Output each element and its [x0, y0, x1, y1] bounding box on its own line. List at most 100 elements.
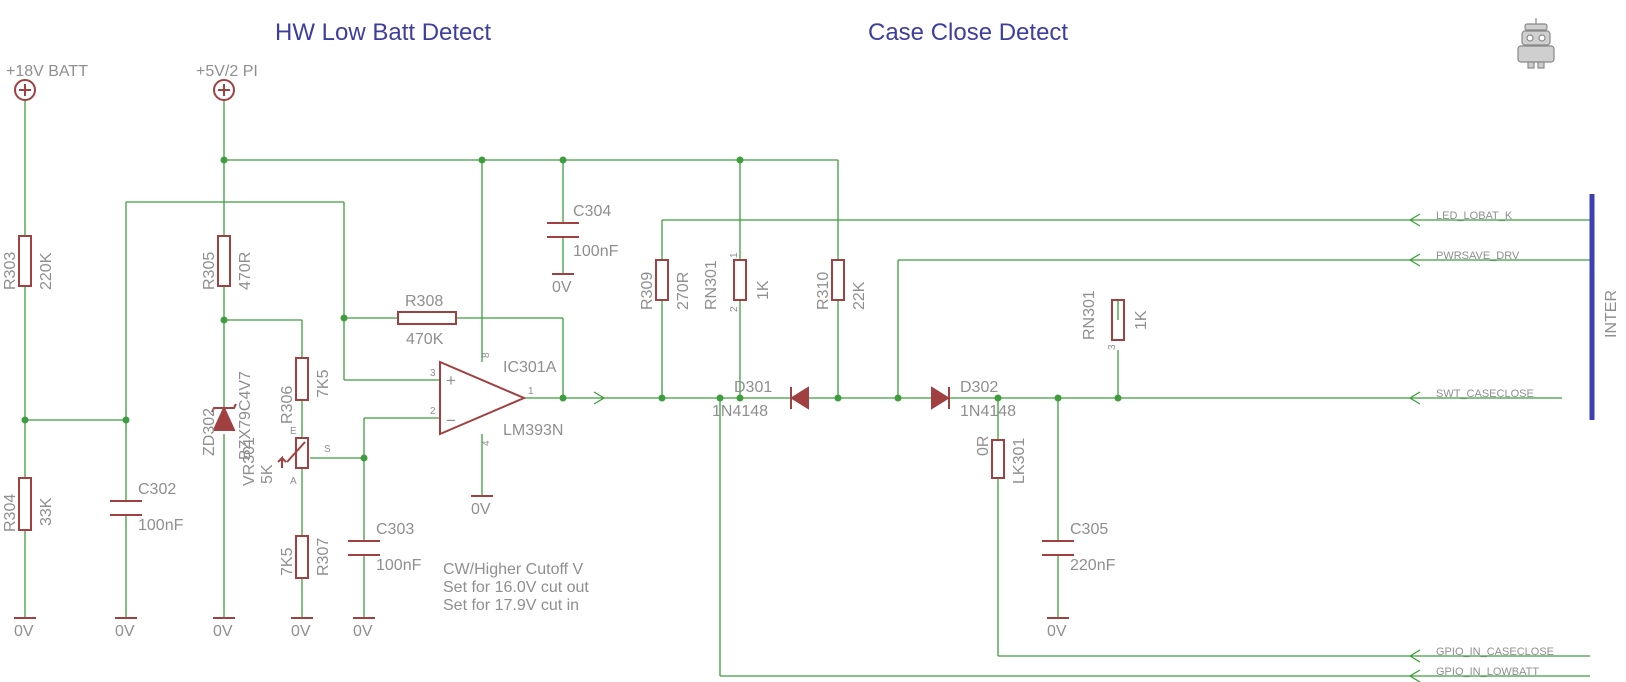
- svg-text:0V: 0V: [291, 623, 311, 640]
- supply-5v-label: +5V/2 PI: [196, 63, 258, 80]
- svg-text:7K5: 7K5: [279, 547, 296, 576]
- svg-text:0V: 0V: [471, 501, 491, 518]
- svg-text:E: E: [290, 426, 297, 437]
- junction-dots: [21, 156, 1122, 462]
- ground-icon: 0V: [115, 617, 137, 640]
- svg-text:R304: R304: [2, 494, 19, 532]
- svg-text:3: 3: [1107, 344, 1118, 350]
- resistor-r305: R305 470R: [201, 235, 254, 290]
- svg-text:D301: D301: [734, 379, 772, 396]
- svg-text:RN301: RN301: [703, 260, 720, 310]
- svg-text:100nF: 100nF: [376, 557, 422, 574]
- svg-text:1: 1: [729, 252, 740, 258]
- svg-text:3: 3: [430, 368, 436, 379]
- svg-text:IC301A: IC301A: [503, 359, 557, 376]
- zener-diode-zd302: ZD302 BZX79C4V7: [201, 371, 254, 460]
- supply-18v-batt: +18V BATT: [6, 63, 88, 101]
- svg-text:1N4148: 1N4148: [712, 403, 768, 420]
- net-label-swt-caseclose: SWT_CASECLOSE: [1436, 388, 1534, 400]
- link-lk301: 0R LK301: [975, 436, 1028, 484]
- resistor-r307: 7K5 R307: [279, 535, 332, 579]
- net-labels: LED_LOBAT_K PWRSAVE_DRV SWT_CASECLOSE GP…: [1408, 210, 1554, 682]
- svg-text:R305: R305: [201, 252, 218, 290]
- svg-text:100nF: 100nF: [573, 243, 619, 260]
- resistor-network-rn301-a: 1 2 RN301 1K: [703, 252, 772, 312]
- calibration-note: CW/Higher Cutoff V Set for 16.0V cut out…: [443, 561, 589, 614]
- svg-text:7K5: 7K5: [315, 369, 332, 398]
- resistor-r306: R306 7K5: [279, 357, 332, 424]
- svg-text:ZD302: ZD302: [201, 408, 218, 456]
- net-label-led-lobat: LED_LOBAT_K: [1436, 210, 1513, 222]
- svg-text:R309: R309: [639, 272, 656, 310]
- svg-text:LM393N: LM393N: [503, 422, 563, 439]
- svg-text:1K: 1K: [1133, 310, 1150, 330]
- svg-text:100nF: 100nF: [138, 517, 184, 534]
- svg-text:1K: 1K: [755, 280, 772, 300]
- svg-text:S: S: [324, 444, 331, 455]
- resistor-r310: R310 22K: [815, 259, 868, 310]
- diode-d301: D301 1N4148: [712, 379, 809, 420]
- supply-5v: +5V/2 PI: [196, 63, 258, 101]
- potentiometer-vr301: E A S VR301 5K: [241, 426, 331, 487]
- capacitor-c304: C304 100nF: [547, 203, 619, 260]
- title-hw-low-batt-detect: HW Low Batt Detect: [275, 19, 491, 46]
- svg-text:CW/Higher Cutoff V: CW/Higher Cutoff V: [443, 561, 584, 578]
- svg-text:C304: C304: [573, 203, 611, 220]
- resistor-r303: R303 220K: [2, 235, 55, 290]
- svg-text:0V: 0V: [353, 623, 373, 640]
- ground-icon: 0V: [291, 617, 313, 640]
- svg-text:1N4148: 1N4148: [960, 403, 1016, 420]
- title-case-close-detect: Case Close Detect: [868, 19, 1068, 46]
- bus-label: INTER: [1603, 290, 1620, 338]
- svg-text:Set for 17.9V cut in: Set for 17.9V cut in: [443, 597, 579, 614]
- ground-icon: 0V: [353, 617, 375, 640]
- robot-logo-icon: [1517, 18, 1555, 69]
- svg-text:+: +: [446, 371, 456, 390]
- svg-text:C302: C302: [138, 481, 176, 498]
- svg-text:R306: R306: [279, 386, 296, 424]
- svg-text:220nF: 220nF: [1070, 557, 1116, 574]
- svg-text:Set for 16.0V cut out: Set for 16.0V cut out: [443, 579, 589, 596]
- ground-icon: 0V: [213, 617, 235, 640]
- comparator-ic301a: + − 3 2 1 8 4 IC301A LM393N: [430, 352, 563, 446]
- svg-text:470R: 470R: [237, 252, 254, 290]
- supply-18v-label: +18V BATT: [6, 63, 88, 80]
- ground-icon: 0V: [552, 273, 574, 296]
- svg-text:D302: D302: [960, 379, 998, 396]
- svg-text:LK301: LK301: [1011, 438, 1028, 484]
- svg-text:−: −: [446, 411, 456, 430]
- svg-text:270R: 270R: [675, 272, 692, 310]
- svg-text:0V: 0V: [213, 623, 233, 640]
- net-label-gpio-lowbatt: GPIO_IN_LOWBATT: [1436, 666, 1539, 678]
- svg-text:2: 2: [430, 406, 436, 417]
- svg-text:8: 8: [481, 352, 492, 358]
- svg-text:C303: C303: [376, 521, 414, 538]
- svg-text:C305: C305: [1070, 521, 1108, 538]
- svg-text:0V: 0V: [1047, 623, 1067, 640]
- capacitor-c302: C302 100nF: [110, 481, 184, 534]
- svg-text:2: 2: [729, 306, 740, 312]
- svg-text:R307: R307: [315, 538, 332, 576]
- svg-text:A: A: [290, 476, 297, 487]
- resistor-r304: R304 33K: [2, 477, 55, 532]
- svg-text:22K: 22K: [851, 281, 868, 310]
- svg-text:VR301: VR301: [241, 437, 258, 486]
- svg-text:R308: R308: [405, 293, 443, 310]
- svg-text:0R: 0R: [975, 436, 992, 456]
- svg-text:R310: R310: [815, 272, 832, 310]
- svg-text:BZX79C4V7: BZX79C4V7: [237, 371, 254, 460]
- svg-text:0V: 0V: [552, 279, 572, 296]
- svg-text:1: 1: [528, 386, 534, 397]
- diode-d302: D302 1N4148: [931, 379, 1016, 420]
- resistor-r309: R309 270R: [639, 259, 692, 310]
- svg-text:33K: 33K: [38, 497, 55, 526]
- resistor-r308: R308 470K: [397, 293, 457, 348]
- svg-text:470K: 470K: [406, 331, 444, 348]
- net-label-gpio-caseclose: GPIO_IN_CASECLOSE: [1436, 646, 1554, 658]
- svg-text:R303: R303: [2, 252, 19, 290]
- ground-icon: 0V: [14, 617, 36, 640]
- ground-symbols: 0V 0V 0V 0V 0V 0V 0V 0V: [14, 273, 1069, 640]
- svg-text:RN301: RN301: [1081, 290, 1098, 340]
- net-label-pwrsave: PWRSAVE_DRV: [1436, 250, 1520, 262]
